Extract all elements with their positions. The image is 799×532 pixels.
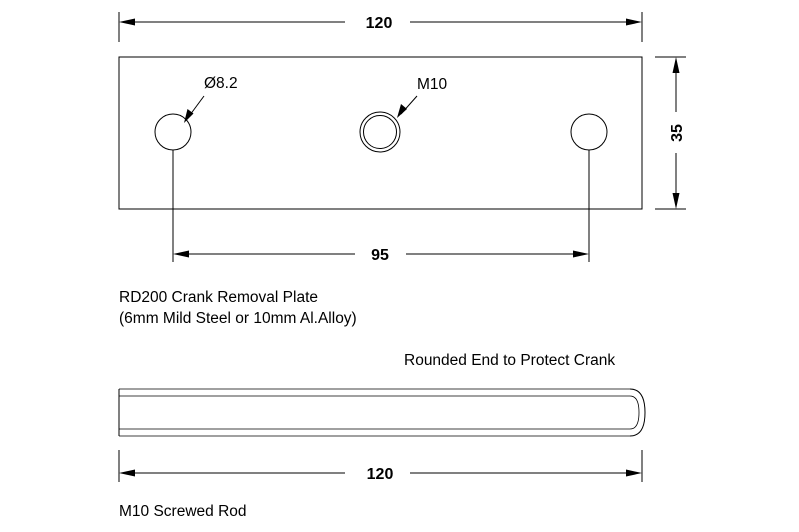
threaded-hole-outer [359,111,401,153]
thread-arrowhead [397,104,407,118]
arrowhead-top [672,57,680,73]
hole-spacing-label: 95 [371,247,389,264]
thread-label: M10 [417,76,448,93]
spacing-arrowhead-right [573,250,589,258]
arrowhead-right [626,18,642,26]
plate-title-line2: (6mm Mild Steel or 10mm Al.Alloy) [119,310,357,327]
rod-arrowhead-right [626,469,642,477]
right-hole [570,113,608,151]
plate-height-dimension: 35 [655,56,686,210]
plate-outline [118,56,643,210]
hole-spacing-dimension: 95 [172,150,590,264]
plate-width-dimension: 120 [118,12,643,42]
plate-height-label: 35 [669,124,686,142]
hole-diameter-callout: Ø8.2 [184,75,238,123]
plate-title-line1: RD200 Crank Removal Plate [119,289,318,306]
rod-rounded-end [629,388,646,437]
rod-arrowhead-left [119,469,135,477]
rod-length-dimension: 120 [118,450,643,483]
hole-diameter-label: Ø8.2 [204,75,238,92]
rod-caption: M10 Screwed Rod [119,503,247,520]
arrowhead-bottom [672,193,680,209]
threaded-hole [359,111,401,153]
hole-diameter-arrowhead [184,109,194,123]
arrowhead-left [119,18,135,26]
plate-width-label: 120 [366,15,393,32]
thread-callout: M10 [397,76,448,118]
spacing-arrowhead-left [173,250,189,258]
threaded-hole-inner [363,115,397,149]
rod-side-view [118,388,646,437]
rod-length-label: 120 [367,466,394,483]
rod-rounded-end-inner [629,395,640,430]
rounded-end-note: Rounded End to Protect Crank [404,352,615,369]
